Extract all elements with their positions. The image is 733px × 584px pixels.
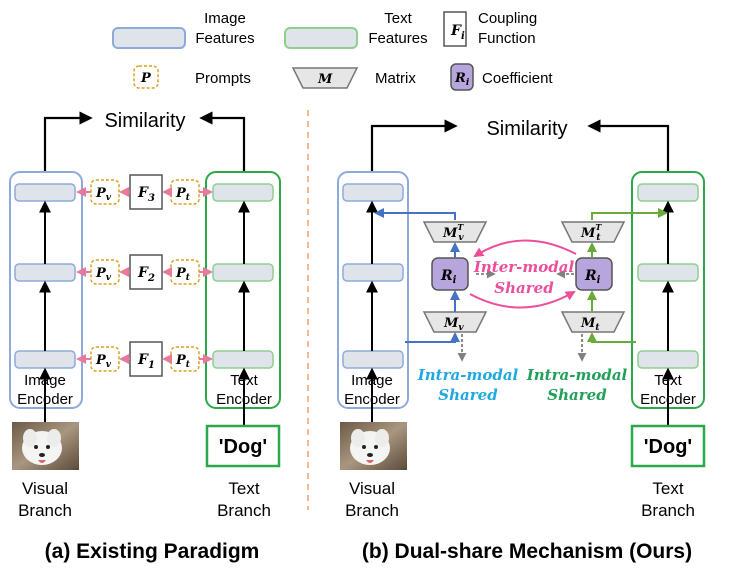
- b-intra-right-line1: Intra-modal: [526, 366, 628, 384]
- a-text-feature-2: [212, 263, 274, 282]
- a-caption: (a) Existing Paradigm: [45, 540, 260, 563]
- b-visual-branch-line1: Visual: [349, 479, 395, 498]
- b-coeff-left-label: Ri: [440, 268, 457, 286]
- b-text-feature-2: [637, 263, 699, 282]
- b-visual-branch-line2: Branch: [345, 501, 399, 520]
- b-blue-in-arrow: [405, 332, 460, 343]
- a-visual-branch-line1: Visual: [22, 479, 68, 498]
- a-dog-text: 'Dog': [219, 436, 267, 458]
- legend-matrix-swatch: [291, 67, 359, 89]
- svg-text:F3: F3: [137, 185, 155, 204]
- legend-coupling-line2: Function: [478, 30, 536, 47]
- a-dog-photo: [12, 422, 79, 470]
- b-matrix-mvt: [422, 221, 488, 243]
- b-inter-modal-line2: Shared: [494, 279, 554, 297]
- b-matrix-mtt: [560, 221, 626, 243]
- a-image-encoder-line2: Encoder: [17, 391, 73, 408]
- legend-text-features-line2: Features: [368, 30, 427, 47]
- svg-text:Pt: Pt: [175, 186, 191, 203]
- legend-text-features-line1: Text: [384, 10, 412, 27]
- a-image-feature-1: [14, 350, 76, 369]
- a-image-feature-3: [14, 183, 76, 202]
- a-visual-branch-line2: Branch: [18, 501, 72, 520]
- b-image-feature-3: [342, 183, 404, 202]
- b-text-encoder-line2: Encoder: [640, 391, 696, 408]
- panel-b: Similarity Image Encoder Text Encoder Mv…: [337, 118, 706, 563]
- a-text-encoder-line1: Text: [230, 372, 258, 389]
- legend-coupling-line1: Coupling: [478, 10, 537, 27]
- panel-a: Similarity Image Encoder Text Encoder Pv…: [9, 110, 281, 563]
- svg-text:Pt: Pt: [175, 353, 191, 370]
- legend-prompts-label: Prompts: [195, 70, 251, 87]
- b-matrix-mt-label: Mt: [580, 316, 600, 333]
- legend-coupling-symbol: Fi: [450, 23, 465, 42]
- a-image-encoder-line1: Image: [24, 372, 66, 389]
- b-text-branch-line2: Branch: [641, 501, 695, 520]
- b-coeff-right-label: Ri: [584, 268, 601, 286]
- a-text-feature-1: [212, 350, 274, 369]
- b-matrix-mv-label: Mv: [443, 316, 464, 333]
- a-prompt-row-3: Pv F3 Pt: [76, 174, 213, 210]
- a-text-branch-line1: Text: [228, 479, 259, 498]
- b-text-feature-3: [637, 183, 699, 202]
- svg-text:Pt: Pt: [175, 266, 191, 283]
- a-text-encoder-line2: Encoder: [216, 391, 272, 408]
- b-similarity-arrow-right: [587, 119, 670, 172]
- b-image-encoder-line2: Encoder: [344, 391, 400, 408]
- b-text-feature-1: [637, 350, 699, 369]
- legend-coefficient-swatch: [450, 63, 474, 91]
- legend-matrix-label: Matrix: [375, 70, 416, 87]
- a-similarity-arrow-right: [199, 111, 246, 172]
- b-inter-arc-top: [473, 239, 577, 258]
- legend-prompt-symbol: P: [140, 71, 152, 86]
- svg-text:Pv: Pv: [95, 186, 112, 203]
- b-similarity-label: Similarity: [486, 118, 567, 140]
- b-dog-photo: [340, 422, 407, 470]
- b-image-feature-2: [342, 263, 404, 282]
- b-matrix-mv: [422, 311, 488, 333]
- b-blue-out-arrow: [374, 208, 456, 220]
- b-intra-left-line1: Intra-modal: [417, 366, 519, 384]
- b-text-encoder-line1: Text: [654, 372, 682, 389]
- b-green-out-arrow: [591, 208, 668, 220]
- legend-image-features-line1: Image: [204, 10, 246, 27]
- a-text-branch-line2: Branch: [217, 501, 271, 520]
- b-text-branch-line1: Text: [652, 479, 683, 498]
- a-dog-text-box: [205, 424, 281, 468]
- b-intra-left-line2: Shared: [438, 386, 498, 404]
- legend-coefficient-symbol: Ri: [454, 71, 470, 88]
- b-dog-text: 'Dog': [644, 436, 692, 458]
- legend: Image Features Text Features Fi Coupling…: [112, 10, 553, 91]
- b-dog-text-box: [630, 424, 706, 468]
- b-matrix-mt: [560, 311, 626, 333]
- legend-text-features-swatch: [284, 27, 358, 49]
- legend-matrix-symbol: M: [317, 72, 333, 87]
- b-image-encoder-line1: Image: [351, 372, 393, 389]
- svg-text:Pv: Pv: [95, 266, 112, 283]
- b-intra-right-line2: Shared: [547, 386, 607, 404]
- legend-coupling-swatch: [443, 11, 467, 47]
- legend-coefficient-label: Coefficient: [482, 70, 553, 87]
- a-image-feature-2: [14, 263, 76, 282]
- b-similarity-arrow-left: [370, 119, 458, 172]
- svg-text:Pv: Pv: [95, 353, 112, 370]
- b-inter-modal-line1: Inter-modal: [473, 258, 575, 276]
- a-similarity-arrow-left: [43, 111, 93, 172]
- a-text-feature-3: [212, 183, 274, 202]
- b-inter-arc-bottom: [469, 291, 576, 309]
- a-similarity-label: Similarity: [104, 110, 185, 132]
- svg-text:F1: F1: [137, 352, 155, 371]
- svg-text:F2: F2: [137, 265, 155, 284]
- legend-prompt-swatch: [133, 65, 159, 89]
- b-caption: (b) Dual-share Mechanism (Ours): [362, 540, 692, 563]
- b-green-in-arrow: [587, 332, 636, 343]
- b-image-feature-1: [342, 350, 404, 369]
- a-prompt-row-1: Pv F1 Pt: [76, 341, 213, 377]
- legend-image-features-line2: Features: [195, 30, 254, 47]
- legend-image-features-swatch: [112, 27, 186, 49]
- a-prompt-row-2: Pv F2 Pt: [76, 254, 213, 290]
